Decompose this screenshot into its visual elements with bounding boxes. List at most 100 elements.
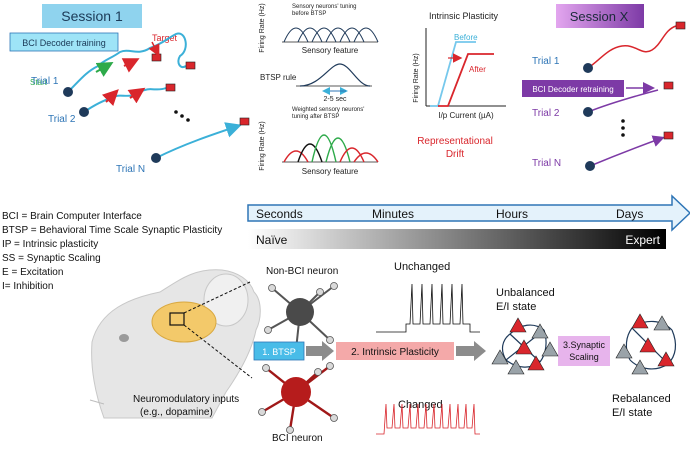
timescale-arrow [247, 194, 690, 232]
step3-box [558, 336, 610, 366]
after-tuning-curves [283, 134, 379, 163]
mouse-illustration [89, 269, 261, 419]
sessionX-trial2-target [663, 81, 674, 90]
decoder-retraining-box [522, 80, 624, 97]
btsp-yaxis-2: Firing Rate (Hz) [259, 121, 266, 170]
decoder-arrow-2 [101, 89, 119, 107]
decoder-arrow-3 [127, 87, 146, 104]
rebalanced-label-2: E/I state [612, 407, 652, 419]
drift-label-2: Drift [446, 149, 465, 160]
i-neuron [491, 349, 509, 365]
legend-ip: IP = Intrinsic plasticity [2, 239, 98, 250]
before-caption-1: Sensory neurons' tuning [292, 4, 357, 10]
step3-label-1: 3.Synaptic [563, 340, 606, 350]
sessionX-trialN: Trial N [532, 158, 561, 169]
timescale-days: Days [616, 207, 643, 221]
legend-i: I= Inhibition [2, 281, 53, 292]
rebalanced-label-1: Rebalanced [612, 393, 671, 405]
drift-label-1: Representational [417, 136, 493, 147]
recording-site-box [169, 312, 185, 326]
unbalanced-network: Unbalanced E/I state [491, 287, 559, 375]
sessionX-panel: Session X Trial 1 BCI Decoder retraining… [522, 4, 686, 171]
flow-arrow-2 [456, 341, 486, 361]
zoom-line-bottom [183, 324, 253, 379]
before-tuning-curves [283, 27, 379, 43]
e-neuron [527, 355, 545, 371]
bci-neuron: BCI neuron [258, 362, 338, 444]
step3-label-2: Scaling [569, 352, 599, 362]
decoder-training-label: BCI Decoder training [22, 38, 106, 48]
mouse-ear [203, 273, 249, 327]
btsp-rule-kernel [299, 63, 371, 87]
i-neuron [507, 359, 525, 375]
unchanged-spikes [376, 283, 480, 333]
timescale-seconds: Seconds [256, 207, 303, 221]
after-caption-1: Weighted sensory neurons' [292, 107, 364, 113]
ip-after-curve [438, 53, 494, 107]
trial2-label-main: Trial 2 [48, 114, 76, 125]
unchanged-trace: Unchanged [376, 261, 480, 333]
legend-bci: BCI = Brain Computer Interface [2, 211, 142, 222]
target-pointer [148, 41, 160, 57]
step1-label: 1. BTSP [262, 347, 296, 357]
i-neuron [631, 359, 649, 375]
zoom-line-top [183, 281, 251, 314]
naive-label: Naïve [256, 233, 288, 247]
legend-ss: SS = Synaptic Scaling [2, 253, 101, 264]
trialN-target [239, 117, 250, 126]
changed-label: Changed [398, 399, 443, 411]
before-caption-2: before BTSP [292, 11, 326, 17]
changed-trace: Changed [376, 399, 480, 435]
trial1-label-main: Trial 1 [31, 76, 59, 87]
decoder-training-box [9, 32, 119, 52]
i-neuron [531, 323, 549, 339]
plasticity-flow: 1. BTSP 2. Intrinsic Plasticity 3.Synapt… [253, 336, 610, 366]
legend-e: E = Excitation [2, 267, 63, 278]
ip-before-label: Before [454, 33, 478, 42]
flow-arrow-1 [306, 341, 334, 361]
e-neuron [509, 317, 527, 333]
session1-panel: Session 1 BCI Decoder training Target St… [9, 4, 250, 163]
timescale-hours: Hours [496, 207, 528, 221]
sessionX-trial2: Trial 2 [532, 108, 560, 119]
step2-box [336, 342, 454, 360]
sensory-feature-1: Sensory feature [302, 46, 359, 55]
ellipsis-dot [180, 114, 184, 118]
sessionX-trial2-dot [583, 107, 593, 117]
ip-ylabel: Firing Rate (Hz) [413, 53, 420, 102]
ip-xlabel: I/p Current (µA) [438, 111, 494, 120]
step1-box [253, 341, 305, 361]
bci-label: BCI neuron [272, 433, 323, 444]
trialN-start-dot [151, 153, 161, 163]
sessionX-trialN-trajectory [589, 135, 665, 167]
btsp-rule-label: BTSP rule [260, 73, 297, 82]
interval-label: 2-5 sec [324, 96, 347, 103]
rebalanced-network: Rebalanced E/I state [612, 313, 677, 419]
unchanged-label: Unchanged [394, 261, 450, 273]
trial1-target [151, 53, 162, 62]
trial1-target-2 [185, 61, 196, 70]
ip-after-label: After [469, 65, 486, 74]
ip-title: Intrinsic Plasticity [429, 11, 499, 21]
abbreviation-legend: BCI = Brain Computer Interface BTSP = Be… [2, 211, 222, 292]
unbalanced-label-1: Unbalanced [496, 287, 555, 299]
trialN-label-main: Trial N [116, 164, 145, 175]
sessionX-trialN-dot [585, 161, 595, 171]
decoder-arrow-1 [121, 58, 140, 73]
sessionX-trial1-target [675, 21, 686, 30]
target-label: Target [152, 33, 178, 43]
trialN-trajectory [155, 122, 242, 159]
ip-panel: Intrinsic Plasticity Firing Rate (Hz) Be… [413, 11, 506, 160]
neuromod-label-1: Neuromodulatory inputs [133, 394, 239, 405]
start-label: Start [30, 78, 48, 87]
btsp-panel: Firing Rate (Hz) Sensory neurons' tuning… [259, 3, 379, 176]
trial1-start-dot [63, 87, 73, 97]
ellipsis-dot [621, 126, 625, 130]
ip-before-curve [430, 41, 476, 107]
e-neuron [515, 339, 533, 355]
start-arrow [95, 62, 114, 77]
non-bci-neuron: Non-BCI neuron [264, 266, 338, 354]
sensory-feature-2: Sensory feature [302, 167, 359, 176]
